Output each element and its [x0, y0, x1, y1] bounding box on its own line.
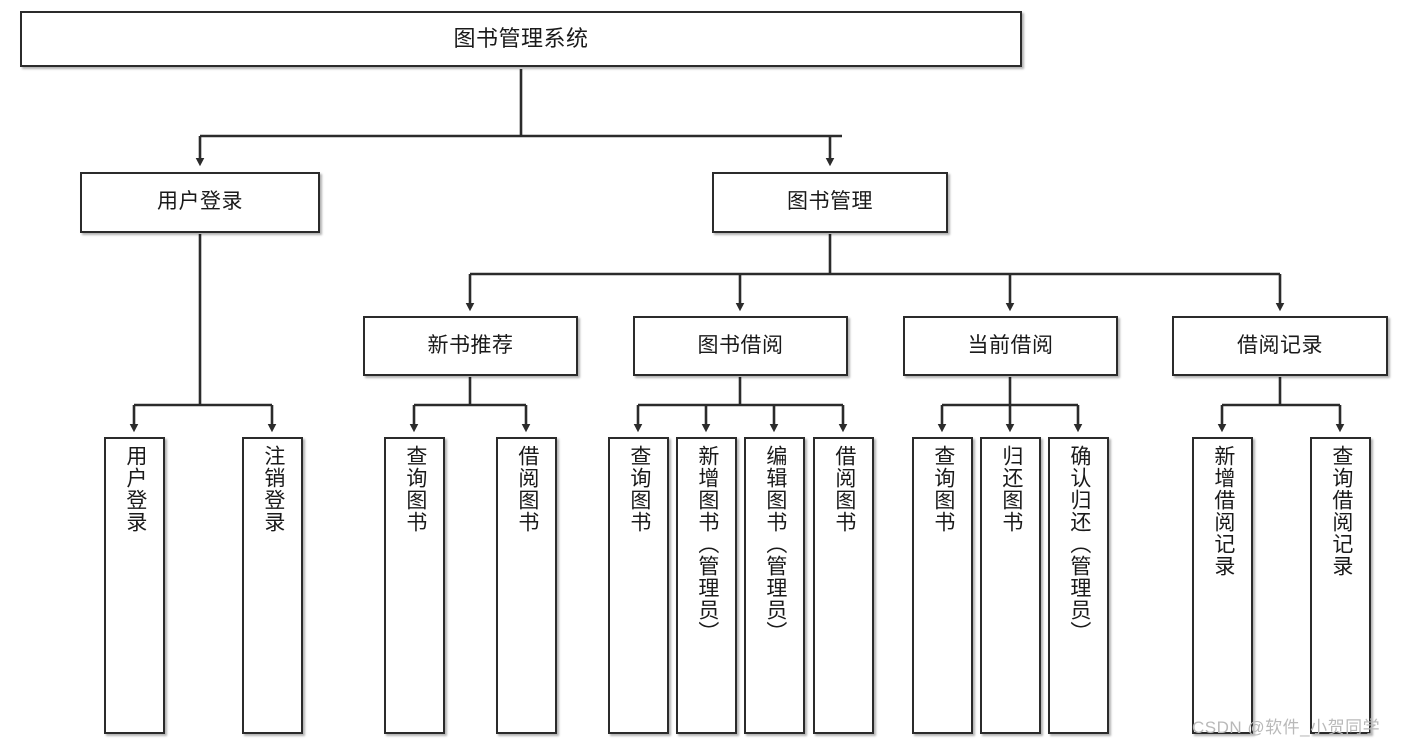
node-root-book-management-system[interactable]: 图书管理系统	[20, 11, 1022, 67]
node-current-borrow[interactable]: 当前借阅	[903, 316, 1118, 376]
leaf-current-borrow-query-book[interactable]: 查询图书	[912, 437, 973, 734]
edges-borrowrecord-to-leaves	[1217, 377, 1345, 433]
edges-bookmgmt-to-level3	[465, 234, 1285, 312]
node-label: 查询借阅记录	[1329, 445, 1353, 577]
edges-bookborrow-to-leaves	[633, 377, 848, 433]
node-label: 注销登录	[261, 445, 285, 533]
node-label: 用户登录	[123, 445, 147, 533]
node-user-login[interactable]: 用户登录	[80, 172, 320, 233]
leaf-user-login-logout[interactable]: 注销登录	[242, 437, 303, 734]
node-label: 确认归还（管理员）	[1067, 445, 1091, 643]
edges-root-to-level2	[195, 69, 842, 167]
leaf-book-borrow-edit-book-admin[interactable]: 编辑图书（管理员）	[744, 437, 805, 734]
leaf-borrow-record-add-record[interactable]: 新增借阅记录	[1192, 437, 1253, 734]
node-label: 归还图书	[999, 445, 1023, 533]
node-book-borrow[interactable]: 图书借阅	[633, 316, 848, 376]
leaf-book-borrow-add-book-admin[interactable]: 新增图书（管理员）	[676, 437, 737, 734]
csdn-watermark: CSDN @软件_小贺同学	[1192, 718, 1381, 737]
node-label: 图书管理系统	[453, 26, 589, 52]
node-label: 图书借阅	[697, 333, 784, 357]
node-label: 查询图书	[931, 445, 955, 533]
edges-newbook-to-leaves	[409, 377, 531, 433]
edges-userlogin-to-leaves	[129, 234, 277, 433]
node-label: 新书推荐	[427, 333, 514, 357]
node-label: 当前借阅	[967, 333, 1054, 357]
leaf-new-book-query-book[interactable]: 查询图书	[384, 437, 445, 734]
node-label: 查询图书	[403, 445, 427, 533]
leaf-borrow-record-query-record[interactable]: 查询借阅记录	[1310, 437, 1371, 734]
node-label: 借阅记录	[1237, 333, 1323, 357]
leaf-user-login-login[interactable]: 用户登录	[104, 437, 165, 734]
node-label: 新增借阅记录	[1211, 445, 1235, 577]
node-label: 图书管理	[787, 190, 873, 214]
node-label: 用户登录	[157, 190, 243, 214]
leaf-book-borrow-borrow-book[interactable]: 借阅图书	[813, 437, 874, 734]
node-label: 编辑图书（管理员）	[763, 445, 787, 643]
node-book-management[interactable]: 图书管理	[712, 172, 948, 233]
node-borrow-record[interactable]: 借阅记录	[1172, 316, 1388, 376]
leaf-current-borrow-return-book[interactable]: 归还图书	[980, 437, 1041, 734]
node-label: 借阅图书	[832, 445, 856, 533]
edges-currentborrow-to-leaves	[937, 377, 1083, 433]
node-new-book-recommend[interactable]: 新书推荐	[363, 316, 578, 376]
leaf-current-borrow-confirm-return-admin[interactable]: 确认归还（管理员）	[1048, 437, 1109, 734]
node-label: 查询图书	[627, 445, 651, 533]
node-label: 借阅图书	[515, 445, 539, 533]
node-label: 新增图书（管理员）	[695, 445, 719, 643]
leaf-new-book-borrow-book[interactable]: 借阅图书	[496, 437, 557, 734]
leaf-book-borrow-query-book[interactable]: 查询图书	[608, 437, 669, 734]
